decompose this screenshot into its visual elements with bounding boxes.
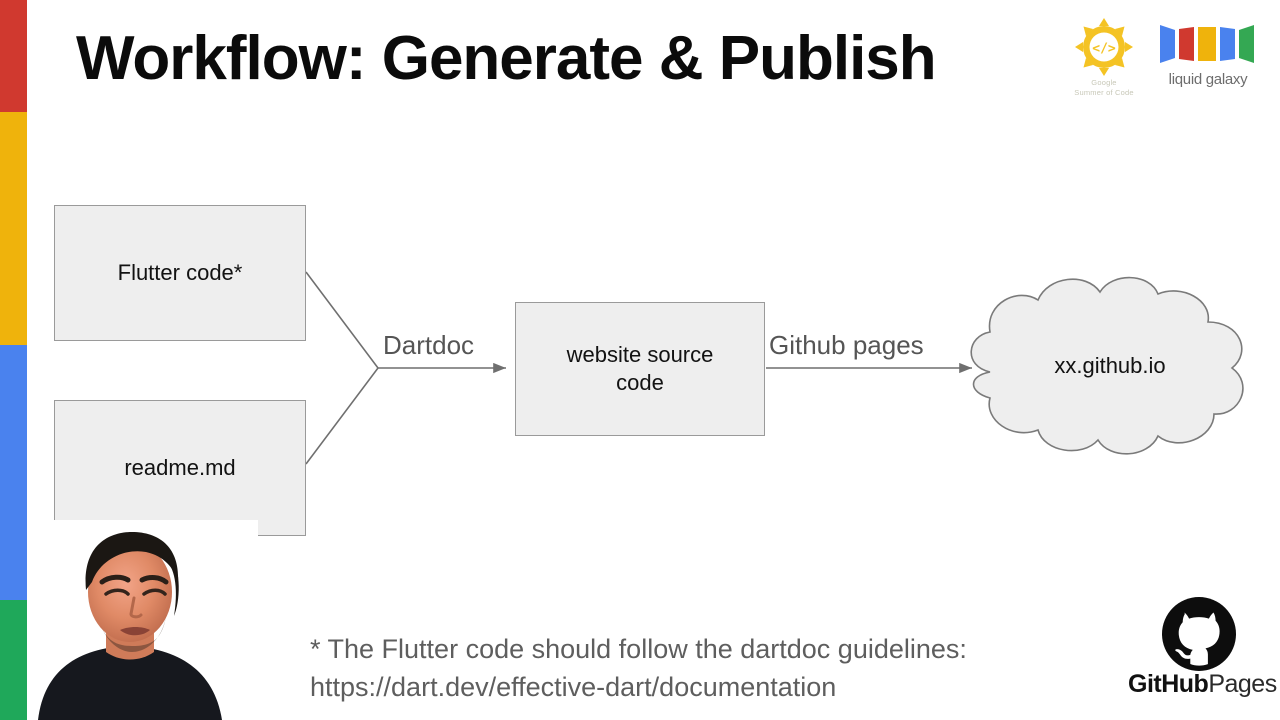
node-website-source-code[interactable]: website source code (515, 302, 765, 436)
gsoc-sun-icon: </> (1075, 18, 1133, 76)
presenter-webcam-overlay (28, 520, 258, 720)
github-pages-wordmark: GitHubPages (1128, 670, 1277, 699)
liquid-galaxy-logo: liquid galaxy (1158, 22, 1258, 104)
node-readme-md[interactable]: readme.md (54, 400, 306, 536)
color-rail-red (0, 0, 27, 112)
footnote: * The Flutter code should follow the dar… (310, 630, 967, 707)
github-pages-word-light: Pages (1208, 670, 1277, 698)
node-website-label: website source code (566, 341, 714, 395)
google-summer-of-code-logo: </> Google Summer of Code (1062, 18, 1146, 104)
gsoc-caption-line2: Summer of Code (1074, 88, 1134, 98)
color-rail-green (0, 600, 27, 720)
presenter-figure (28, 520, 258, 720)
github-pages-logo: GitHubPages (1128, 596, 1277, 708)
edge-readme-to-merge (305, 367, 379, 465)
gsoc-caption-line1: Google (1091, 78, 1117, 87)
edge-label-dartdoc: Dartdoc (383, 330, 475, 360)
node-cloud-label: xx.github.io (1054, 353, 1166, 378)
github-pages-word-bold: GitHub (1128, 670, 1209, 698)
color-rail-yellow (0, 112, 27, 345)
liquid-galaxy-caption: liquid galaxy (1168, 71, 1248, 88)
footnote-line1: * The Flutter code should follow the dar… (310, 634, 967, 664)
edge-flutter-to-merge (305, 271, 379, 369)
svg-text:</>: </> (1092, 42, 1116, 57)
node-flutter-code[interactable]: Flutter code* (54, 205, 306, 341)
github-octocat-icon (1162, 597, 1236, 671)
gsoc-caption: Google Summer of Code (1062, 78, 1146, 98)
color-rail-blue (0, 345, 27, 600)
footnote-line2: https://dart.dev/effective-dart/document… (310, 672, 837, 703)
slide-title: Workflow: Generate & Publish (76, 24, 937, 93)
liquid-galaxy-bars-icon (1158, 22, 1258, 66)
edge-label-github-pages: Github pages (769, 330, 924, 360)
